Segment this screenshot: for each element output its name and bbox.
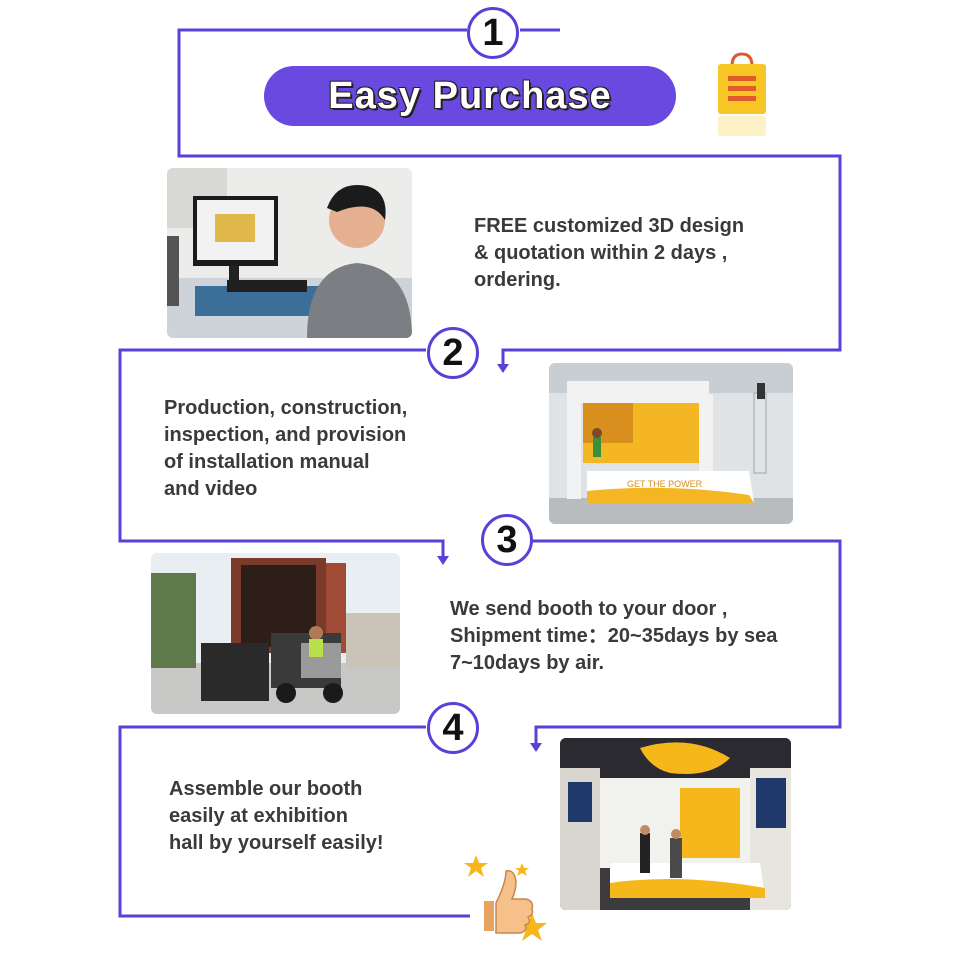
step-1-description: FREE customized 3D design & quotation wi… [474, 213, 744, 294]
booth-sign-text: GET THE POWER [627, 479, 703, 489]
step-4-line: hall by yourself easily! [169, 832, 384, 854]
step-3-line: We send booth to your door , [450, 598, 728, 620]
step-2-line: Production, construction, [164, 397, 408, 419]
assembled-booth-exhibition-hall-photo [560, 738, 791, 910]
step-3-badge: 3 [481, 514, 533, 566]
step-4-line: easily at exhibition [169, 805, 348, 827]
thumbs-up-stars-icon [462, 853, 554, 945]
step-2-line: inspection, and provision [164, 424, 407, 446]
step-1-badge: 1 [467, 7, 519, 59]
step-2-badge: 2 [427, 327, 479, 379]
step-2-line: of installation manual [164, 451, 370, 473]
step-3-line: Shipment time：20~35days by sea [450, 625, 778, 647]
forklift-loading-container-photo [151, 553, 400, 714]
title-banner: Easy Purchase [264, 66, 676, 126]
step-2-description: Production, construction, inspection, an… [164, 395, 407, 503]
step-2-line: and video [164, 478, 258, 500]
step-1-line: FREE customized 3D design [474, 215, 745, 237]
step-3-description: We send booth to your door , Shipment ti… [450, 596, 777, 677]
step-4-badge: 4 [427, 702, 479, 754]
step-1-line: & quotation within 2 days , [474, 242, 728, 264]
step-1-line: ordering. [474, 269, 561, 291]
step-3-line: 7~10days by air. [450, 652, 605, 674]
designer-at-computer-photo [167, 168, 412, 338]
step-4-description: Assemble our booth easily at exhibition … [169, 776, 384, 857]
shopping-bag-icon [712, 52, 772, 140]
page-title: Easy Purchase [328, 74, 612, 117]
step-4-line: Assemble our booth [169, 778, 363, 800]
booth-construction-workshop-photo: GET THE POWER [549, 363, 793, 524]
